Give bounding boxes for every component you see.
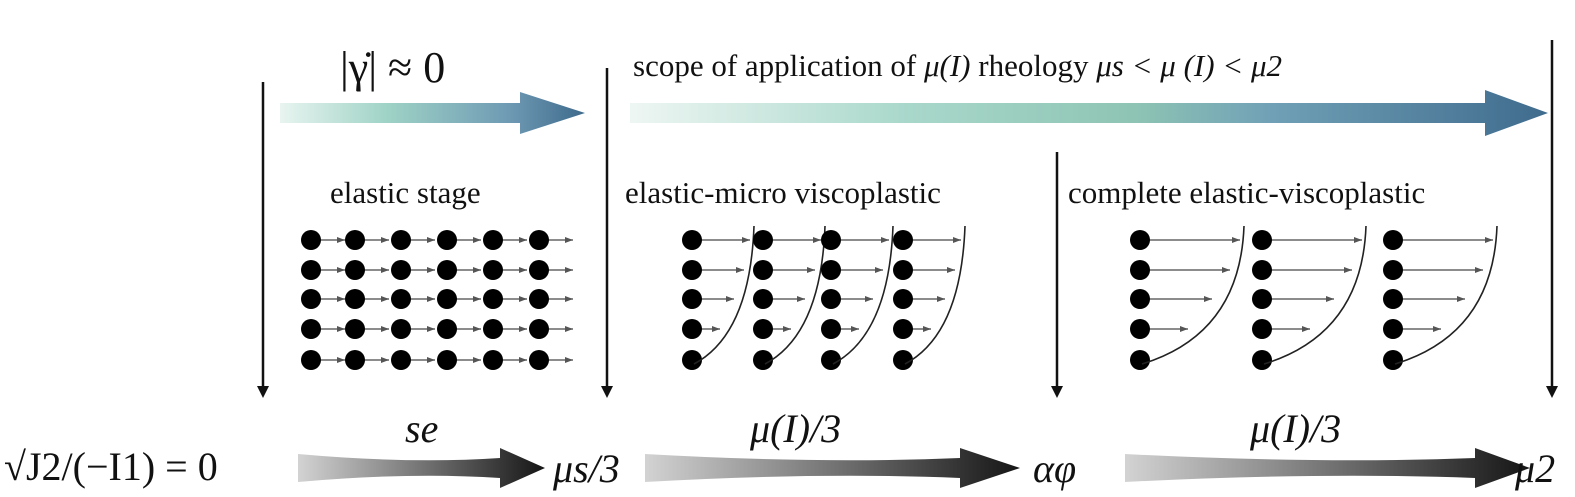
- particle: [1383, 289, 1403, 309]
- particle: [1130, 289, 1150, 309]
- mu-s-label: μs/3: [552, 446, 620, 491]
- scope-inequality: μs < μ (I) < μ2: [1095, 48, 1282, 83]
- particle: [821, 260, 841, 280]
- particle: [437, 230, 457, 250]
- scope-I: (I): [940, 48, 971, 83]
- particle: [301, 230, 321, 250]
- particle: [1252, 260, 1272, 280]
- particle: [345, 319, 365, 339]
- particle: [753, 350, 773, 370]
- stage-complete-label: complete elastic-viscoplastic: [1068, 175, 1425, 210]
- particle: [753, 260, 773, 280]
- particle: [893, 319, 913, 339]
- particle: [483, 350, 503, 370]
- particle: [391, 260, 411, 280]
- particle: [483, 319, 503, 339]
- velocity-profile-curve: [832, 225, 894, 365]
- particle: [893, 350, 913, 370]
- scope-label: scope of application of μ(I) rheology μs…: [633, 48, 1282, 83]
- bottom-arrow-1: [298, 448, 545, 488]
- velocity-profile-curve: [1263, 225, 1367, 365]
- particle: [1383, 260, 1403, 280]
- particle: [893, 230, 913, 250]
- particle: [529, 289, 549, 309]
- top-arrow-scope: [630, 90, 1548, 136]
- particle: [1252, 289, 1272, 309]
- stage-elastic-label: elastic stage: [330, 175, 481, 210]
- particle: [345, 289, 365, 309]
- particle: [1383, 230, 1403, 250]
- particle: [301, 260, 321, 280]
- bottom-arrow-2: [645, 448, 1020, 488]
- particle: [1383, 319, 1403, 339]
- top-arrow-elastic: [280, 92, 585, 134]
- particle: [483, 260, 503, 280]
- velocity-profile-curve: [1394, 225, 1498, 365]
- scope-mid: rheology: [971, 48, 1097, 83]
- particle: [529, 230, 549, 250]
- velocity-profile-curve: [1141, 225, 1245, 365]
- mu-I-label-2: μ(I)/3: [1249, 406, 1341, 451]
- mu-I-label-1: μ(I)/3: [749, 406, 841, 451]
- particle: [391, 319, 411, 339]
- velocity-profile-curve: [904, 225, 966, 365]
- stage-micro-label: elastic-micro viscoplastic: [625, 175, 941, 210]
- particle: [437, 289, 457, 309]
- particle: [345, 260, 365, 280]
- particle: [345, 230, 365, 250]
- particle: [753, 319, 773, 339]
- particle: [529, 260, 549, 280]
- particle: [821, 350, 841, 370]
- stress-ratio-label: √J2/(−I1) = 0: [4, 444, 218, 489]
- particle: [682, 289, 702, 309]
- particle: [682, 319, 702, 339]
- particle: [821, 319, 841, 339]
- particle: [301, 350, 321, 370]
- particle: [483, 230, 503, 250]
- particle: [391, 289, 411, 309]
- particle: [1130, 350, 1150, 370]
- velocity-profile-curve: [693, 225, 755, 365]
- alpha-phi-label: αφ: [1033, 446, 1076, 491]
- particle: [301, 319, 321, 339]
- particle: [753, 289, 773, 309]
- elastic-particle-grid: [301, 230, 573, 370]
- particle: [437, 260, 457, 280]
- particle: [437, 319, 457, 339]
- complete-viscoplastic-particles: [1130, 225, 1498, 370]
- particle: [682, 350, 702, 370]
- particle: [1130, 260, 1150, 280]
- particle: [1252, 319, 1272, 339]
- particle: [893, 260, 913, 280]
- particle: [437, 350, 457, 370]
- micro-viscoplastic-particles: [682, 225, 966, 370]
- particle: [529, 319, 549, 339]
- particle: [1252, 230, 1272, 250]
- particle: [682, 230, 702, 250]
- bottom-arrow-3: [1125, 448, 1530, 488]
- particle: [1383, 350, 1403, 370]
- particle: [391, 230, 411, 250]
- particle: [753, 230, 773, 250]
- particle: [1252, 350, 1272, 370]
- shear-rate-label: |γ̇| ≈ 0: [340, 43, 445, 92]
- particle: [301, 289, 321, 309]
- particle: [1130, 319, 1150, 339]
- particle: [529, 350, 549, 370]
- particle: [682, 260, 702, 280]
- scope-prefix: scope of application of: [633, 48, 924, 83]
- particle: [345, 350, 365, 370]
- particle: [483, 289, 503, 309]
- particle: [893, 289, 913, 309]
- particle: [391, 350, 411, 370]
- se-label: se: [405, 406, 438, 451]
- scope-mu: μ: [923, 48, 940, 83]
- particle: [1130, 230, 1150, 250]
- velocity-profile-curve: [764, 225, 826, 365]
- mu2-label: μ2: [1514, 446, 1555, 491]
- particle: [821, 289, 841, 309]
- particle: [821, 230, 841, 250]
